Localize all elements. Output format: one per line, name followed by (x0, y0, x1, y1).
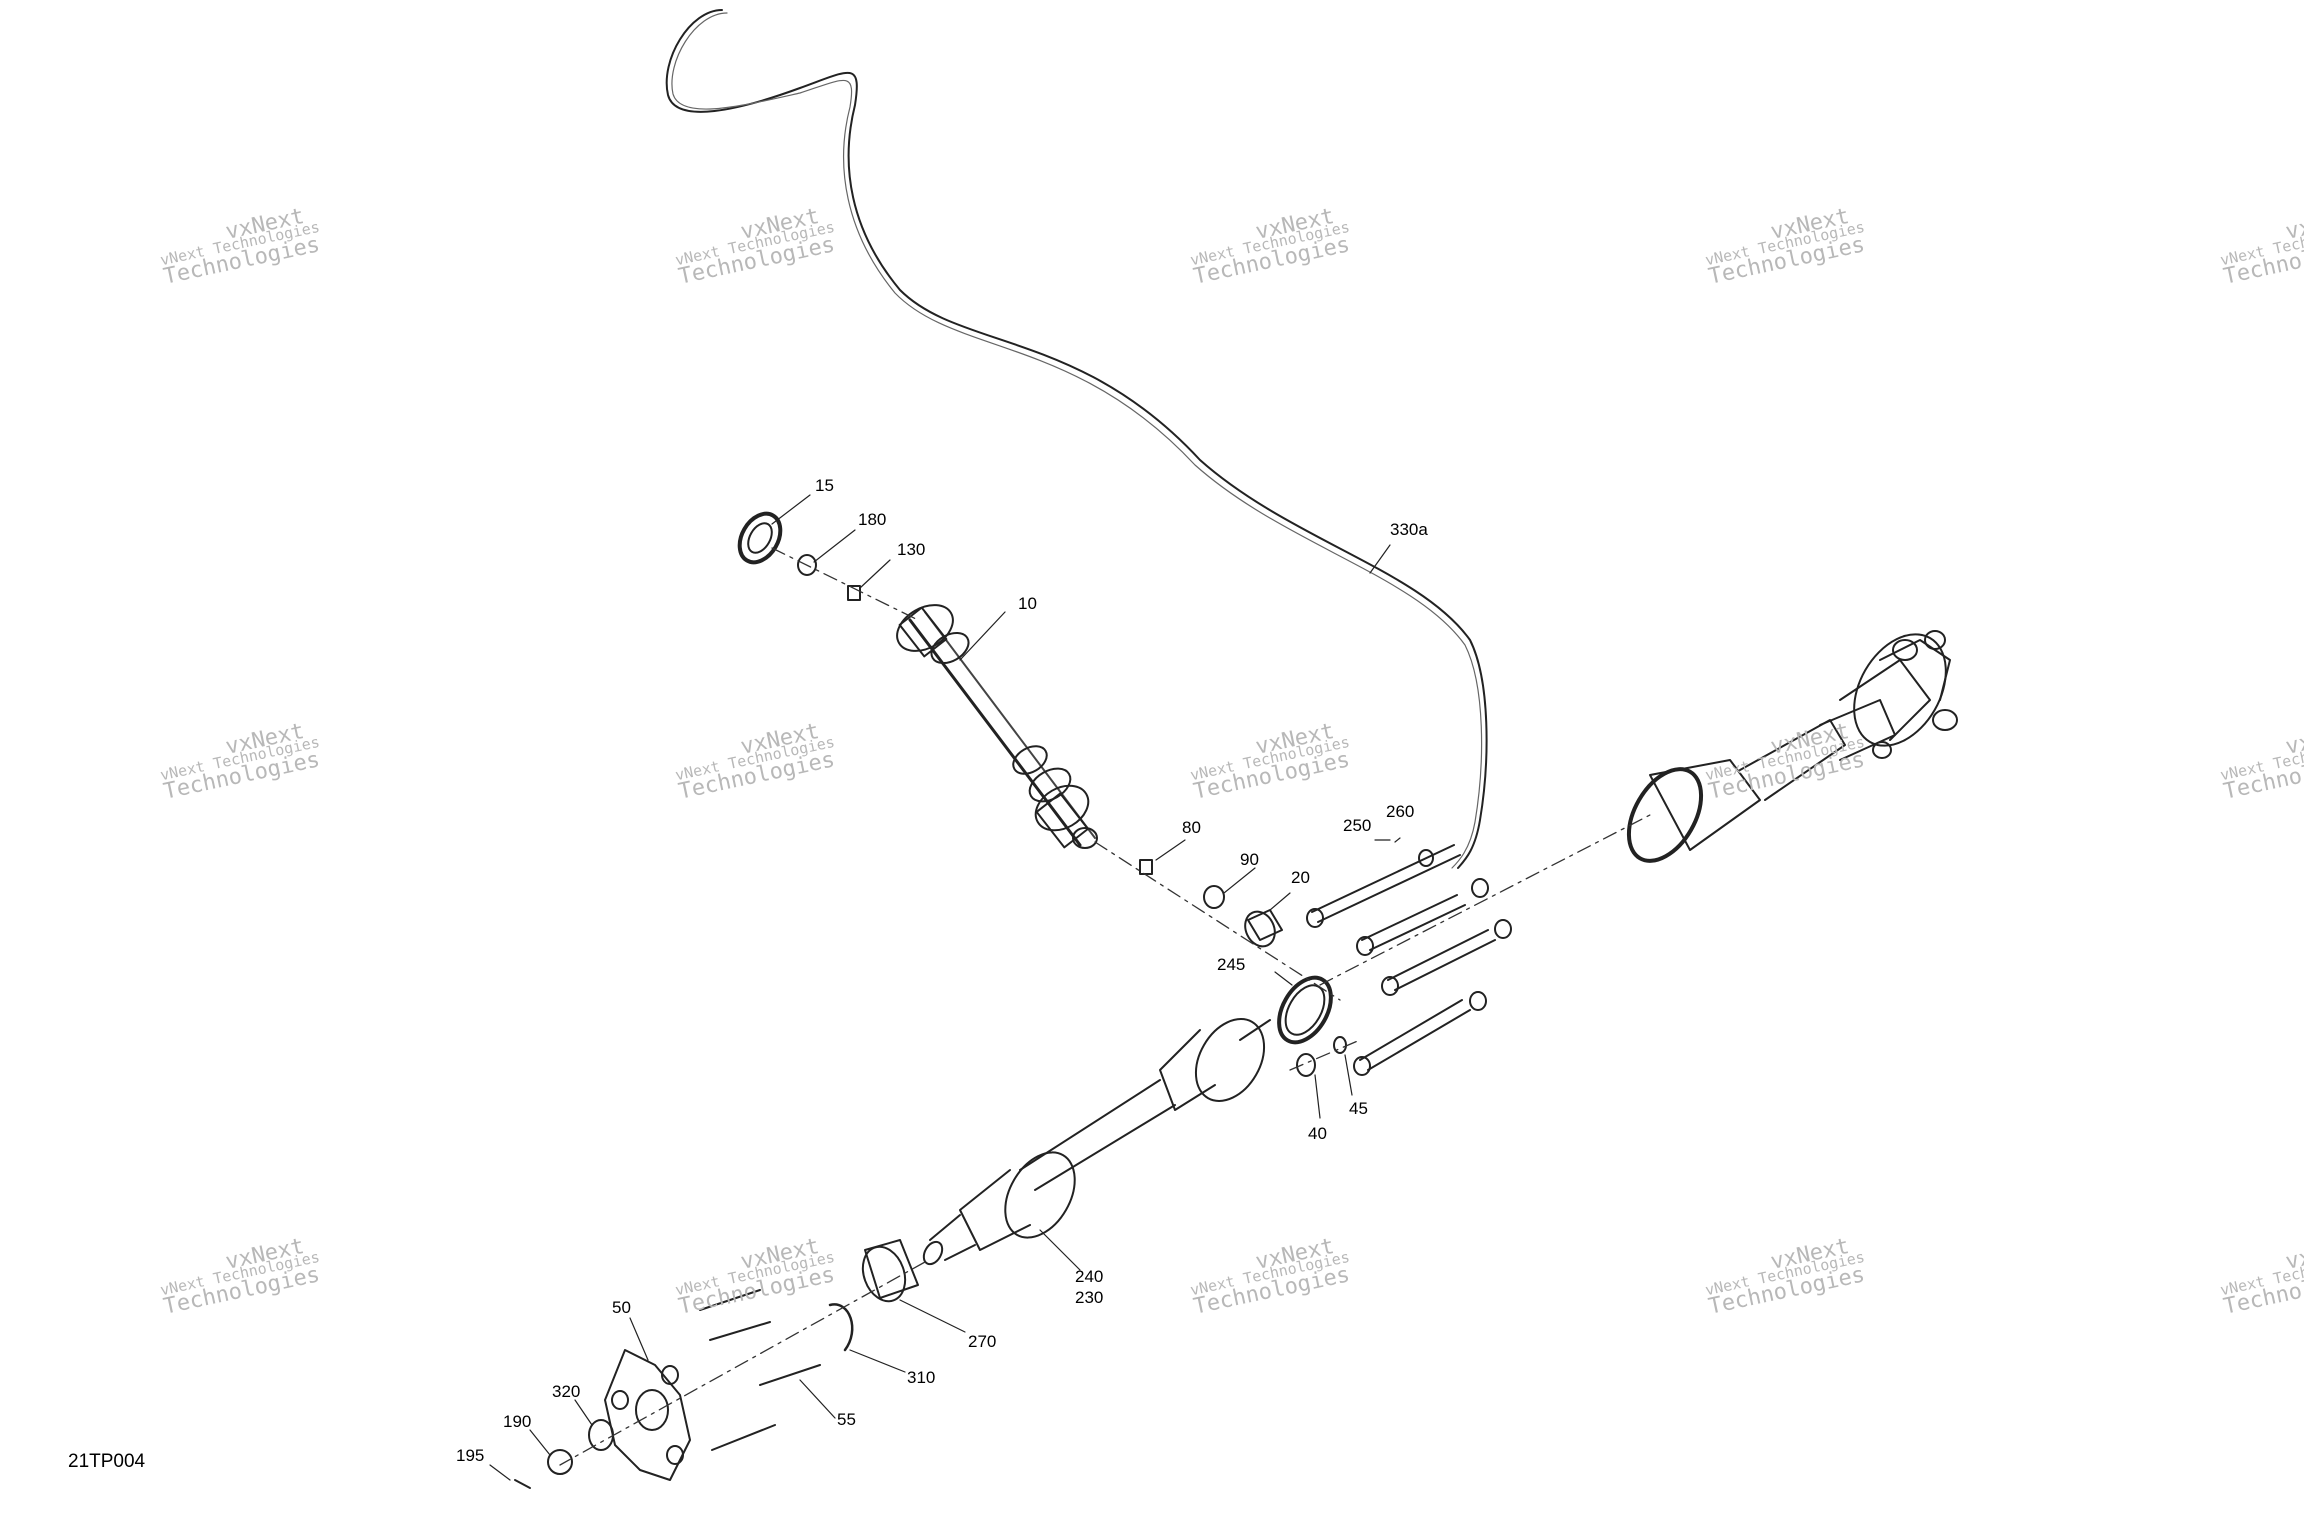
callout-50: 50 (612, 1298, 631, 1317)
callout-230: 230 (1075, 1288, 1104, 1307)
callout-20: 20 (1291, 868, 1310, 887)
bolts-part (1306, 844, 1512, 1076)
callout-320: 320 (552, 1382, 581, 1401)
callout-80: 80 (1182, 818, 1201, 837)
callout-260: 260 (1386, 802, 1415, 821)
callout-245: 245 (1217, 955, 1246, 974)
seal-part (737, 511, 783, 565)
callout-250: 250 (1343, 816, 1372, 835)
hub-part (514, 1289, 821, 1489)
callout-45: 45 (1349, 1099, 1368, 1118)
callout-55: 55 (837, 1410, 856, 1429)
figure-code: 21TP004 (68, 1451, 146, 1472)
callout-270: 270 (968, 1332, 997, 1351)
lower-axle-part (922, 1018, 1271, 1266)
flexible-tube-part (665, 9, 1488, 869)
callout-330a: 330a (1390, 520, 1428, 539)
upper-driveshaft-part (896, 604, 1098, 849)
callout-180: 180 (858, 510, 887, 529)
callout-130: 130 (897, 540, 926, 559)
callout-10: 10 (1018, 594, 1037, 613)
callout-195: 195 (456, 1446, 485, 1465)
callout-40: 40 (1308, 1124, 1327, 1143)
right-axle-part (1626, 630, 1958, 863)
centre-lines (559, 547, 1651, 1466)
callout-90: 90 (1240, 850, 1259, 869)
callout-190: 190 (503, 1412, 532, 1431)
callout-15: 15 (815, 476, 834, 495)
callout-310: 310 (907, 1368, 936, 1387)
leader-lines (489, 494, 1401, 1481)
callout-240: 240 (1075, 1267, 1104, 1286)
